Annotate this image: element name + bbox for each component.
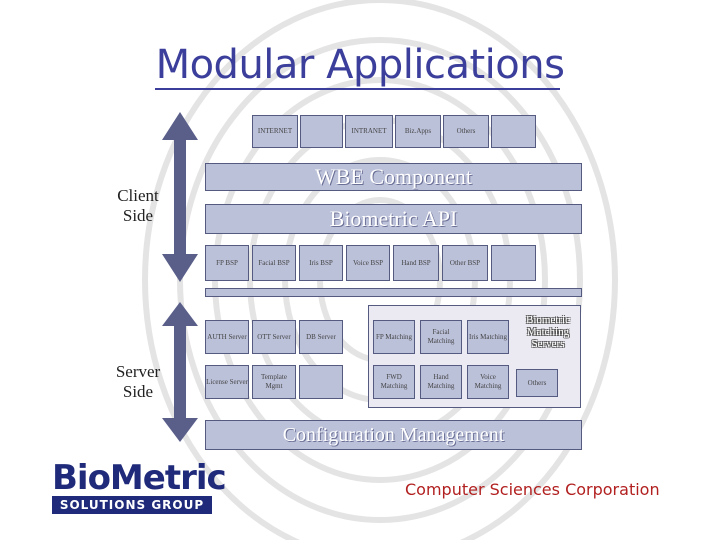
biometric-matching-servers-label: Biometric Matching Servers: [526, 314, 570, 350]
empty-bsp-box: [491, 245, 536, 281]
ott-server-box: OTT Server: [252, 320, 296, 354]
client-server-separator: [205, 288, 582, 297]
intranet-box: INTRANET: [345, 115, 393, 148]
fp-matching-box: FP Matching: [373, 320, 415, 354]
csc-logo-text: Computer Sciences Corporation: [405, 480, 660, 499]
others-top-box: Others: [443, 115, 489, 148]
biometric-solutions-logo: BioMetric SOLUTIONS GROUP: [52, 458, 227, 518]
server-side-label: Server Side: [115, 362, 161, 401]
wbe-component-bar: WBE Component: [205, 163, 582, 191]
configuration-management-bar: Configuration Management: [205, 420, 582, 450]
empty-top-box-2: [491, 115, 536, 148]
fp-bsp-box: FP BSP: [205, 245, 249, 281]
empty-server-box: [299, 365, 343, 399]
client-arrow-icon: [162, 112, 198, 282]
hand-matching-box: Hand Matching: [420, 365, 462, 399]
iris-matching-box: Iris Matching: [467, 320, 509, 354]
solutions-group-text: SOLUTIONS GROUP: [52, 496, 212, 514]
auth-server-box: AUTH Server: [205, 320, 249, 354]
voice-matching-box: Voice Matching: [467, 365, 509, 399]
biometric-logo-text: BioMetric: [52, 458, 227, 498]
empty-top-box: [300, 115, 343, 148]
db-server-box: DB Server: [299, 320, 343, 354]
facial-bsp-box: Facial BSP: [252, 245, 296, 281]
bizapps-box: Biz.Apps: [395, 115, 441, 148]
server-arrow-icon: [162, 302, 198, 442]
license-server-box: License Server: [205, 365, 249, 399]
page-title: Modular Applications: [155, 42, 565, 88]
facial-matching-box: Facial Matching: [420, 320, 462, 354]
fwd-matching-box: FWD Matching: [373, 365, 415, 399]
others-matching-box: Others: [516, 369, 558, 397]
other-bsp-box: Other BSP: [442, 245, 488, 281]
internet-box: INTERNET: [252, 115, 298, 148]
iris-bsp-box: Iris BSP: [299, 245, 343, 281]
title-underline: [155, 88, 560, 90]
template-mgmt-box: Template Mgmt: [252, 365, 296, 399]
hand-bsp-box: Hand BSP: [393, 245, 439, 281]
voice-bsp-box: Voice BSP: [346, 245, 390, 281]
biometric-api-bar: Biometric API: [205, 204, 582, 234]
client-side-label: Client Side: [117, 186, 159, 225]
